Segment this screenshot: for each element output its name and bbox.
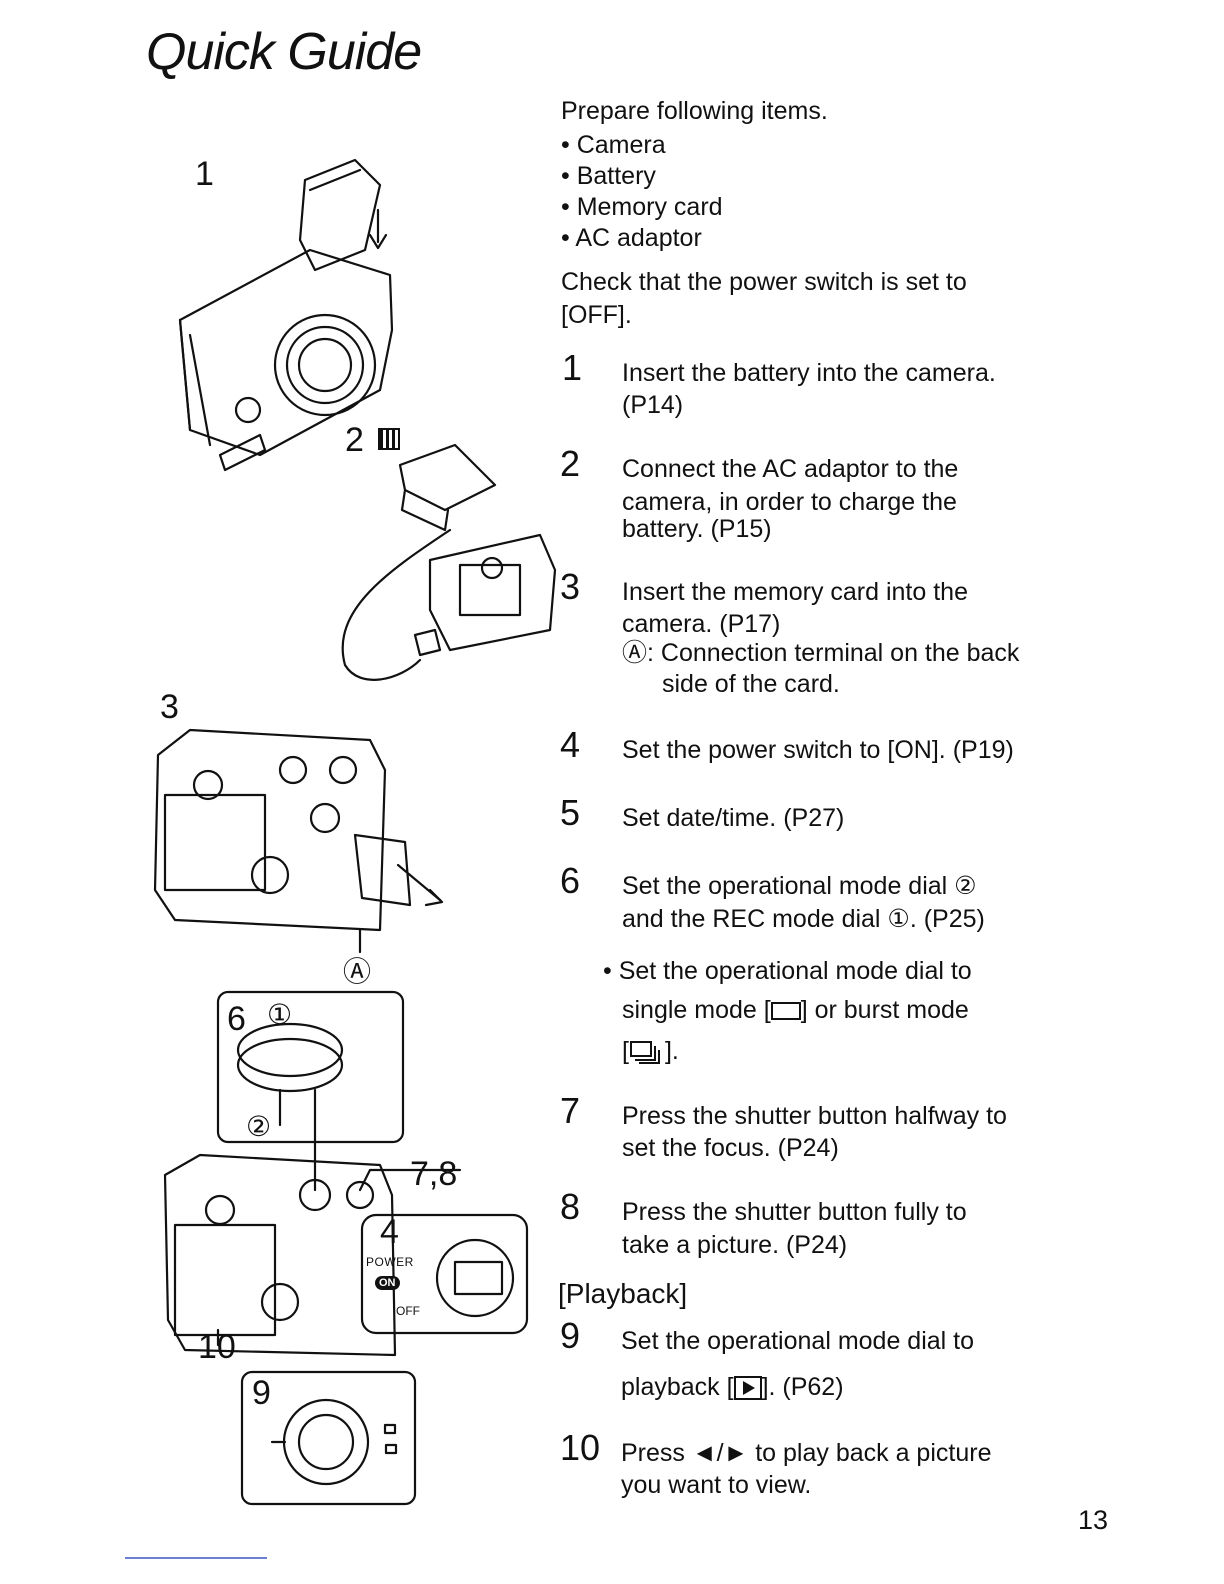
check-line: [OFF]. <box>561 301 632 329</box>
step-text: side of the card. <box>662 670 840 698</box>
sub-bullet-line: single mode [] or burst mode <box>622 996 969 1024</box>
step-number: 5 <box>560 792 581 833</box>
step-text: playback []. (P62) <box>621 1373 844 1401</box>
sub-bullet-line: • Set the operational mode dial to <box>603 957 972 985</box>
step-number: 9 <box>560 1315 581 1356</box>
step-text: camera. (P17) <box>622 610 781 638</box>
figure-label-4: 4 <box>380 1213 399 1251</box>
playback-icon <box>733 1376 762 1401</box>
step-text: Set the power switch to [ON]. (P19) <box>622 736 1014 764</box>
step-text: battery. (P15) <box>622 515 772 543</box>
power-off-label: OFF <box>396 1304 420 1318</box>
playback-heading: [Playback] <box>558 1278 688 1309</box>
list-item: • Camera <box>561 131 666 159</box>
figure-label-9: 9 <box>252 1374 271 1412</box>
figure-label-10: 10 <box>198 1328 236 1366</box>
page-title: Quick Guide <box>146 23 422 81</box>
bottom-rule <box>125 1557 267 1559</box>
step-text: take a picture. (P24) <box>622 1231 848 1259</box>
step-text: Press ◄/► to play back a picture <box>621 1439 992 1467</box>
figure-label-2: 2 <box>345 421 364 459</box>
list-item: • AC adaptor <box>561 224 702 252</box>
step-text: camera, in order to charge the <box>622 488 957 516</box>
step-text: Set the operational mode dial to <box>621 1327 975 1355</box>
memory-card-drawing <box>153 728 444 954</box>
page-number: 13 <box>1078 1505 1109 1535</box>
step-text: Set date/time. (P27) <box>622 804 845 832</box>
battery-insert-drawing <box>178 158 394 472</box>
step-text: and the REC mode dial ①. (P25) <box>622 905 985 933</box>
step-text: (P14) <box>622 391 684 419</box>
operational-mode-dial-callout: ② <box>246 1111 272 1142</box>
power-on-label: ON <box>375 1276 400 1290</box>
step-text: Insert the memory card into the <box>622 578 968 606</box>
step-number: 6 <box>560 860 581 901</box>
step-text: Press the shutter button fully to <box>622 1198 967 1226</box>
step-text: set the focus. (P24) <box>622 1134 839 1162</box>
power-switch-label: POWER <box>366 1255 414 1269</box>
step-number: 3 <box>560 566 581 607</box>
step-number: 4 <box>560 724 581 765</box>
step-text: Ⓐ: Connection terminal on the back <box>622 639 1020 667</box>
figure-label-6: 6 <box>227 1000 246 1038</box>
figure-label-3: 3 <box>160 688 179 726</box>
burst-mode-icon <box>629 1041 660 1065</box>
step-number: 2 <box>560 443 581 484</box>
list-item: • Memory card <box>561 193 723 221</box>
step-text: Insert the battery into the camera. <box>622 359 996 387</box>
shutter-power-drawing <box>163 1088 529 1357</box>
ac-adaptor-drawing <box>341 443 557 681</box>
mode-dial-inset <box>216 990 405 1144</box>
figure-label-a: Ⓐ <box>343 956 372 987</box>
check-line: Check that the power switch is set to <box>561 268 967 296</box>
ac-adaptor-icon <box>378 428 400 450</box>
step-text: Press the shutter button halfway to <box>622 1102 1007 1130</box>
step-number: 7 <box>560 1090 581 1131</box>
camera-illustrations <box>153 158 557 1506</box>
step-number: 1 <box>562 347 583 388</box>
step-number: 10 <box>560 1427 601 1468</box>
step-text: Set the operational mode dial ② <box>622 872 977 900</box>
step-number: 8 <box>560 1186 581 1227</box>
figure-label-7-8: 7,8 <box>410 1155 458 1193</box>
rec-mode-dial-callout: ① <box>267 999 293 1030</box>
playback-dial-inset <box>240 1370 417 1506</box>
single-mode-icon <box>770 1002 801 1021</box>
prepare-heading: Prepare following items. <box>561 97 828 125</box>
step-text: you want to view. <box>621 1471 812 1499</box>
sub-bullet-line: []. <box>622 1037 679 1065</box>
list-item: • Battery <box>561 162 656 190</box>
step-text: Connect the AC adaptor to the <box>622 455 959 483</box>
figure-label-1: 1 <box>195 155 214 193</box>
